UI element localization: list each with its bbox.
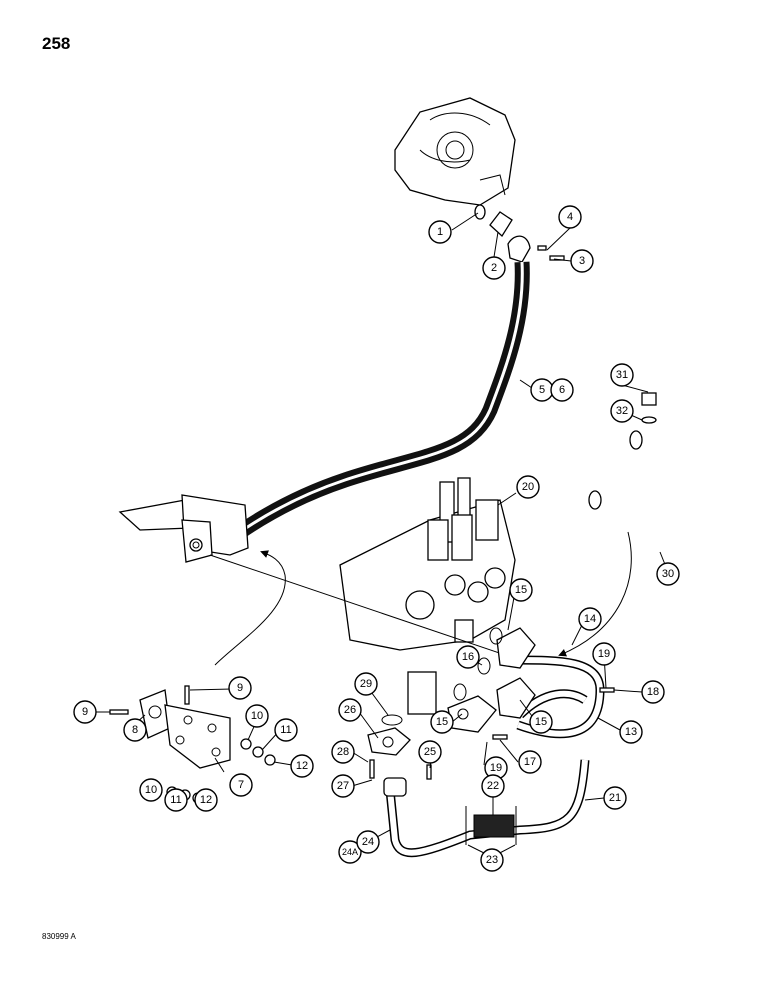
callout-16: 16 (456, 645, 480, 669)
callout-label: 20 (522, 481, 534, 493)
callout-21: 21 (603, 786, 627, 810)
callout-32: 32 (610, 399, 634, 423)
callout-label: 1 (437, 226, 443, 238)
callout-label: 13 (625, 726, 637, 738)
callout-label: 10 (251, 710, 263, 722)
callout-label: 21 (609, 792, 621, 804)
callout-label: 11 (170, 794, 181, 806)
callout-23: 23 (480, 848, 504, 872)
callout-label: 15 (515, 584, 527, 596)
callout-label: 15 (436, 716, 448, 728)
callout-label: 8 (132, 724, 138, 736)
callout-28: 28 (331, 740, 355, 764)
callout-label: 6 (559, 384, 565, 396)
callout-label: 5 (539, 384, 545, 396)
callout-label: 16 (462, 651, 474, 663)
callout-label: 3 (579, 255, 585, 267)
callout-26: 26 (338, 698, 362, 722)
callout-label: 15 (535, 716, 547, 728)
callout-label: 28 (337, 746, 349, 758)
callout-label: 17 (524, 756, 536, 768)
callout-label: 9 (237, 682, 243, 694)
callout-11: 11 (164, 788, 188, 812)
callout-11: 11 (274, 718, 298, 742)
callout-10: 10 (139, 778, 163, 802)
callout-label: 19 (490, 762, 502, 774)
callout-27: 27 (331, 774, 355, 798)
callout-29: 29 (354, 672, 378, 696)
callout-label: 10 (145, 784, 157, 796)
callout-24a: 24A (338, 840, 362, 864)
callout-label: 29 (360, 678, 372, 690)
callout-15: 15 (509, 578, 533, 602)
callout-2: 2 (482, 256, 506, 280)
callout-label: 26 (344, 704, 356, 716)
callout-13: 13 (619, 720, 643, 744)
callout-label: 31 (616, 369, 628, 381)
callout-label: 27 (337, 780, 349, 792)
callout-9: 9 (228, 676, 252, 700)
callout-label: 25 (424, 746, 436, 758)
callout-7: 7 (229, 773, 253, 797)
suction-tube-assembly (383, 759, 590, 858)
callout-17: 17 (518, 750, 542, 774)
callout-12: 12 (194, 788, 218, 812)
callout-3: 3 (570, 249, 594, 273)
mounting-bracket (139, 689, 276, 804)
callout-label: 24 (362, 836, 374, 848)
callout-label: 12 (200, 794, 212, 806)
callout-label: 32 (616, 405, 628, 417)
callout-label: 4 (567, 211, 573, 223)
callout-19: 19 (592, 642, 616, 666)
callout-9: 9 (73, 700, 97, 724)
callout-label: 23 (486, 854, 498, 866)
drawing-code: 830999 A (42, 932, 76, 941)
callout-31: 31 (610, 363, 634, 387)
callout-19: 19 (484, 756, 508, 780)
callout-label: 11 (280, 724, 291, 736)
callout-15: 15 (430, 710, 454, 734)
page-number: 258 (42, 34, 71, 53)
callout-20: 20 (516, 475, 540, 499)
pump-fittings (474, 204, 565, 263)
arrow-to-tube (558, 531, 632, 657)
arrow-to-adapter (214, 550, 286, 666)
callout-label: 12 (296, 760, 308, 772)
callout-label: 7 (238, 779, 244, 791)
callout-10: 10 (245, 704, 269, 728)
callout-label: 9 (82, 706, 88, 718)
callout-1: 1 (428, 220, 452, 244)
callout-label: 2 (491, 262, 497, 274)
pressure-hose (235, 261, 530, 539)
callout-12: 12 (290, 754, 314, 778)
callout-label: 19 (598, 648, 610, 660)
callout-15: 15 (529, 710, 553, 734)
o-rings (381, 627, 503, 726)
callout-8: 8 (123, 718, 147, 742)
callout-30: 30 (656, 562, 680, 586)
pump-illustration (394, 97, 516, 206)
return-tube-30 (588, 392, 689, 541)
callout-24: 24 (356, 830, 380, 854)
callout-18: 18 (641, 680, 665, 704)
callout-label: 30 (662, 568, 674, 580)
callout-5: 5 (530, 378, 554, 402)
callout-label: 24A (342, 847, 358, 857)
callout-4: 4 (558, 205, 582, 229)
callout-14: 14 (578, 607, 602, 631)
callout-label: 22 (487, 780, 499, 792)
control-valve (339, 477, 516, 715)
callout-6: 6 (550, 378, 574, 402)
callout-label: 18 (647, 686, 659, 698)
hose-adapter (118, 494, 249, 563)
callout-25: 25 (418, 740, 442, 764)
flange-26 (367, 727, 411, 756)
callout-22: 22 (481, 774, 505, 798)
callout-label: 14 (584, 613, 596, 625)
